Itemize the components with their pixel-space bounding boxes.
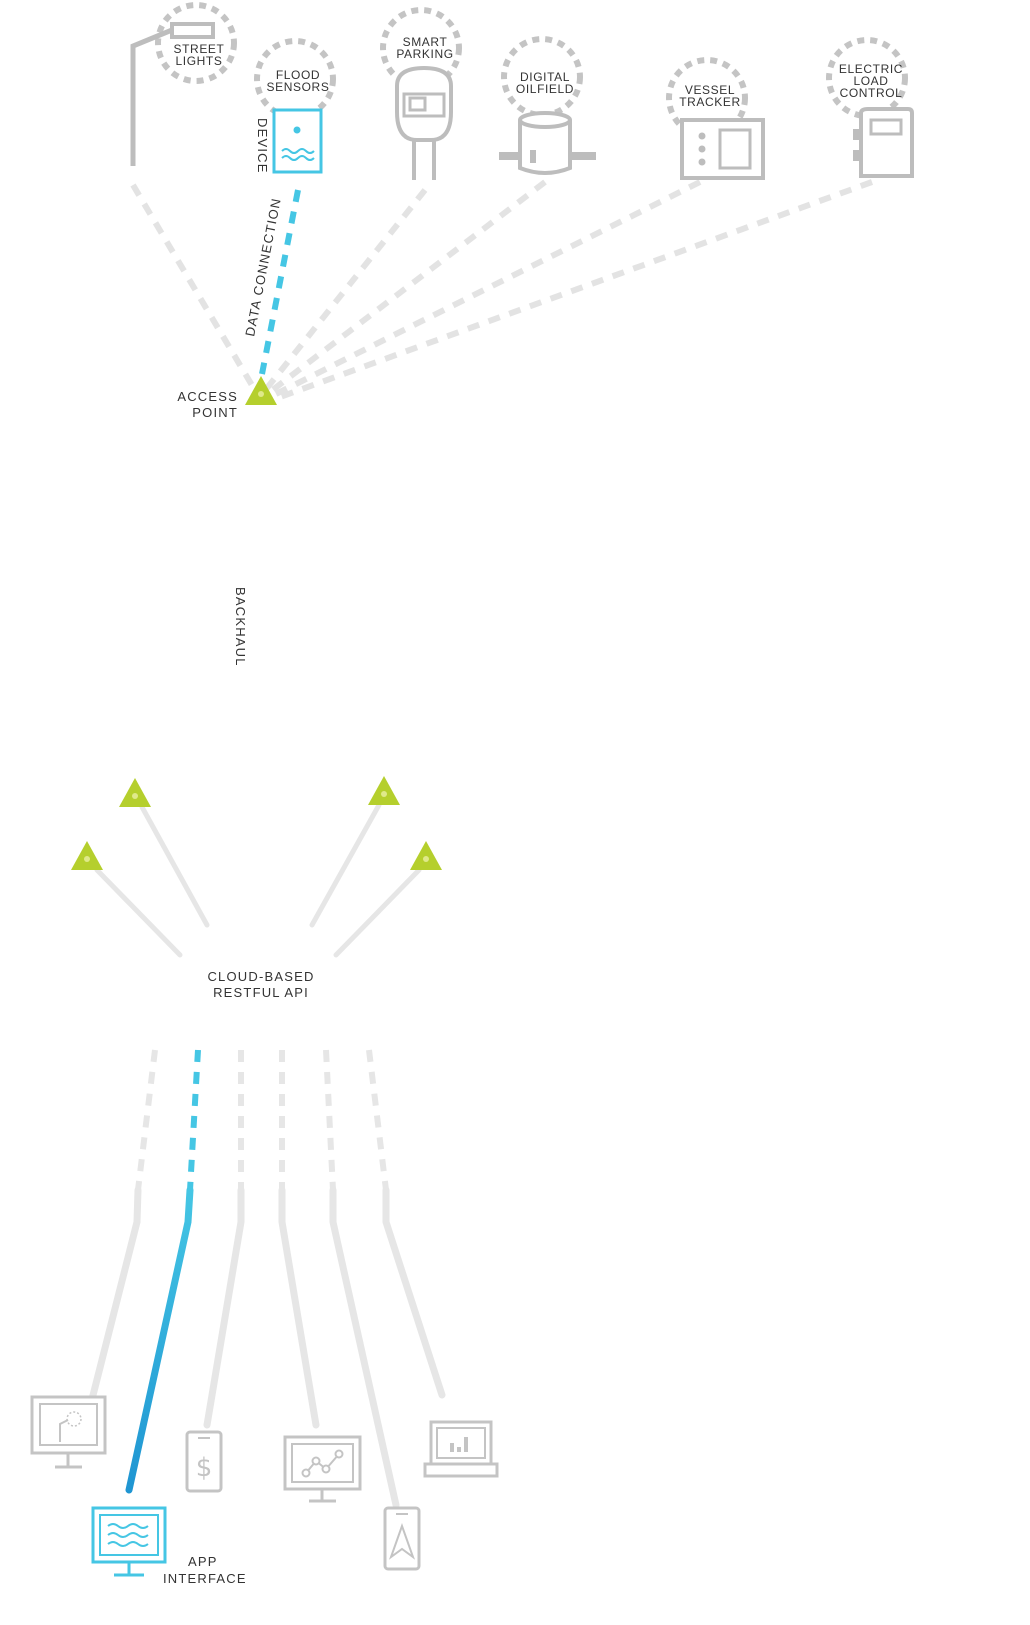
laptop-chart-icon (423, 1420, 499, 1478)
app-link-dashed-active (187, 1049, 201, 1191)
app-link-dashed-5 (323, 1049, 336, 1191)
access-point-icon (368, 776, 400, 805)
digital-oilfield-circle (501, 36, 583, 118)
svg-text:$: $ (196, 1453, 213, 1483)
app-links-solid (84, 1186, 446, 1509)
backhaul-label: BACKHAUL (233, 587, 248, 667)
app-links-dashed (135, 1049, 389, 1191)
access-point-icon (245, 376, 277, 405)
device-connections (130, 179, 874, 403)
secondary-link-1 (94, 867, 183, 958)
connection-street-lights (130, 183, 259, 394)
app-link-solid-6 (382, 1186, 446, 1399)
connection-vessel-tracker (268, 179, 702, 400)
access-point-icon (410, 841, 442, 870)
secondary-link-3 (309, 802, 382, 928)
app-link-solid-4 (278, 1186, 320, 1429)
secondary-backhaul-links (94, 802, 422, 958)
street-light-icon (130, 22, 215, 166)
oil-tank-icon (499, 111, 596, 175)
smart-parking-circle (380, 7, 462, 89)
phone-dollar-icon: $ (185, 1430, 223, 1493)
parking-meter-icon (395, 65, 453, 180)
flood-sensors-circle (254, 38, 336, 120)
connection-digital-oilfield (264, 179, 547, 398)
secondary-link-2 (139, 804, 210, 928)
vessel-tracker-icon (680, 118, 765, 180)
app-link-solid-active (125, 1186, 194, 1494)
secondary-link-4 (333, 867, 422, 958)
app-interface-monitor-icon (91, 1506, 167, 1577)
app-link-solid-3 (203, 1186, 245, 1429)
app-link-solid-5 (329, 1186, 400, 1509)
electric-load-circle (826, 37, 908, 119)
monitor-chart-icon (283, 1435, 362, 1503)
connection-electric-load (270, 179, 874, 403)
data-connection-label: DATA CONNECTION (242, 196, 284, 337)
phone-navigation-icon (383, 1506, 421, 1571)
access-points (71, 376, 442, 870)
app-link-solid-1 (84, 1186, 142, 1419)
app-link-dashed-6 (366, 1049, 389, 1191)
access-point-icon (119, 778, 151, 807)
data-connection-line (259, 189, 301, 375)
load-control-icon (853, 107, 914, 178)
monitor-icon (30, 1395, 107, 1469)
app-link-dashed-1 (135, 1049, 158, 1191)
flood-sensor-icon (272, 108, 323, 174)
vessel-tracker-circle (666, 57, 748, 139)
device-label: DEVICE (255, 118, 270, 174)
access-point-icon (71, 841, 103, 870)
